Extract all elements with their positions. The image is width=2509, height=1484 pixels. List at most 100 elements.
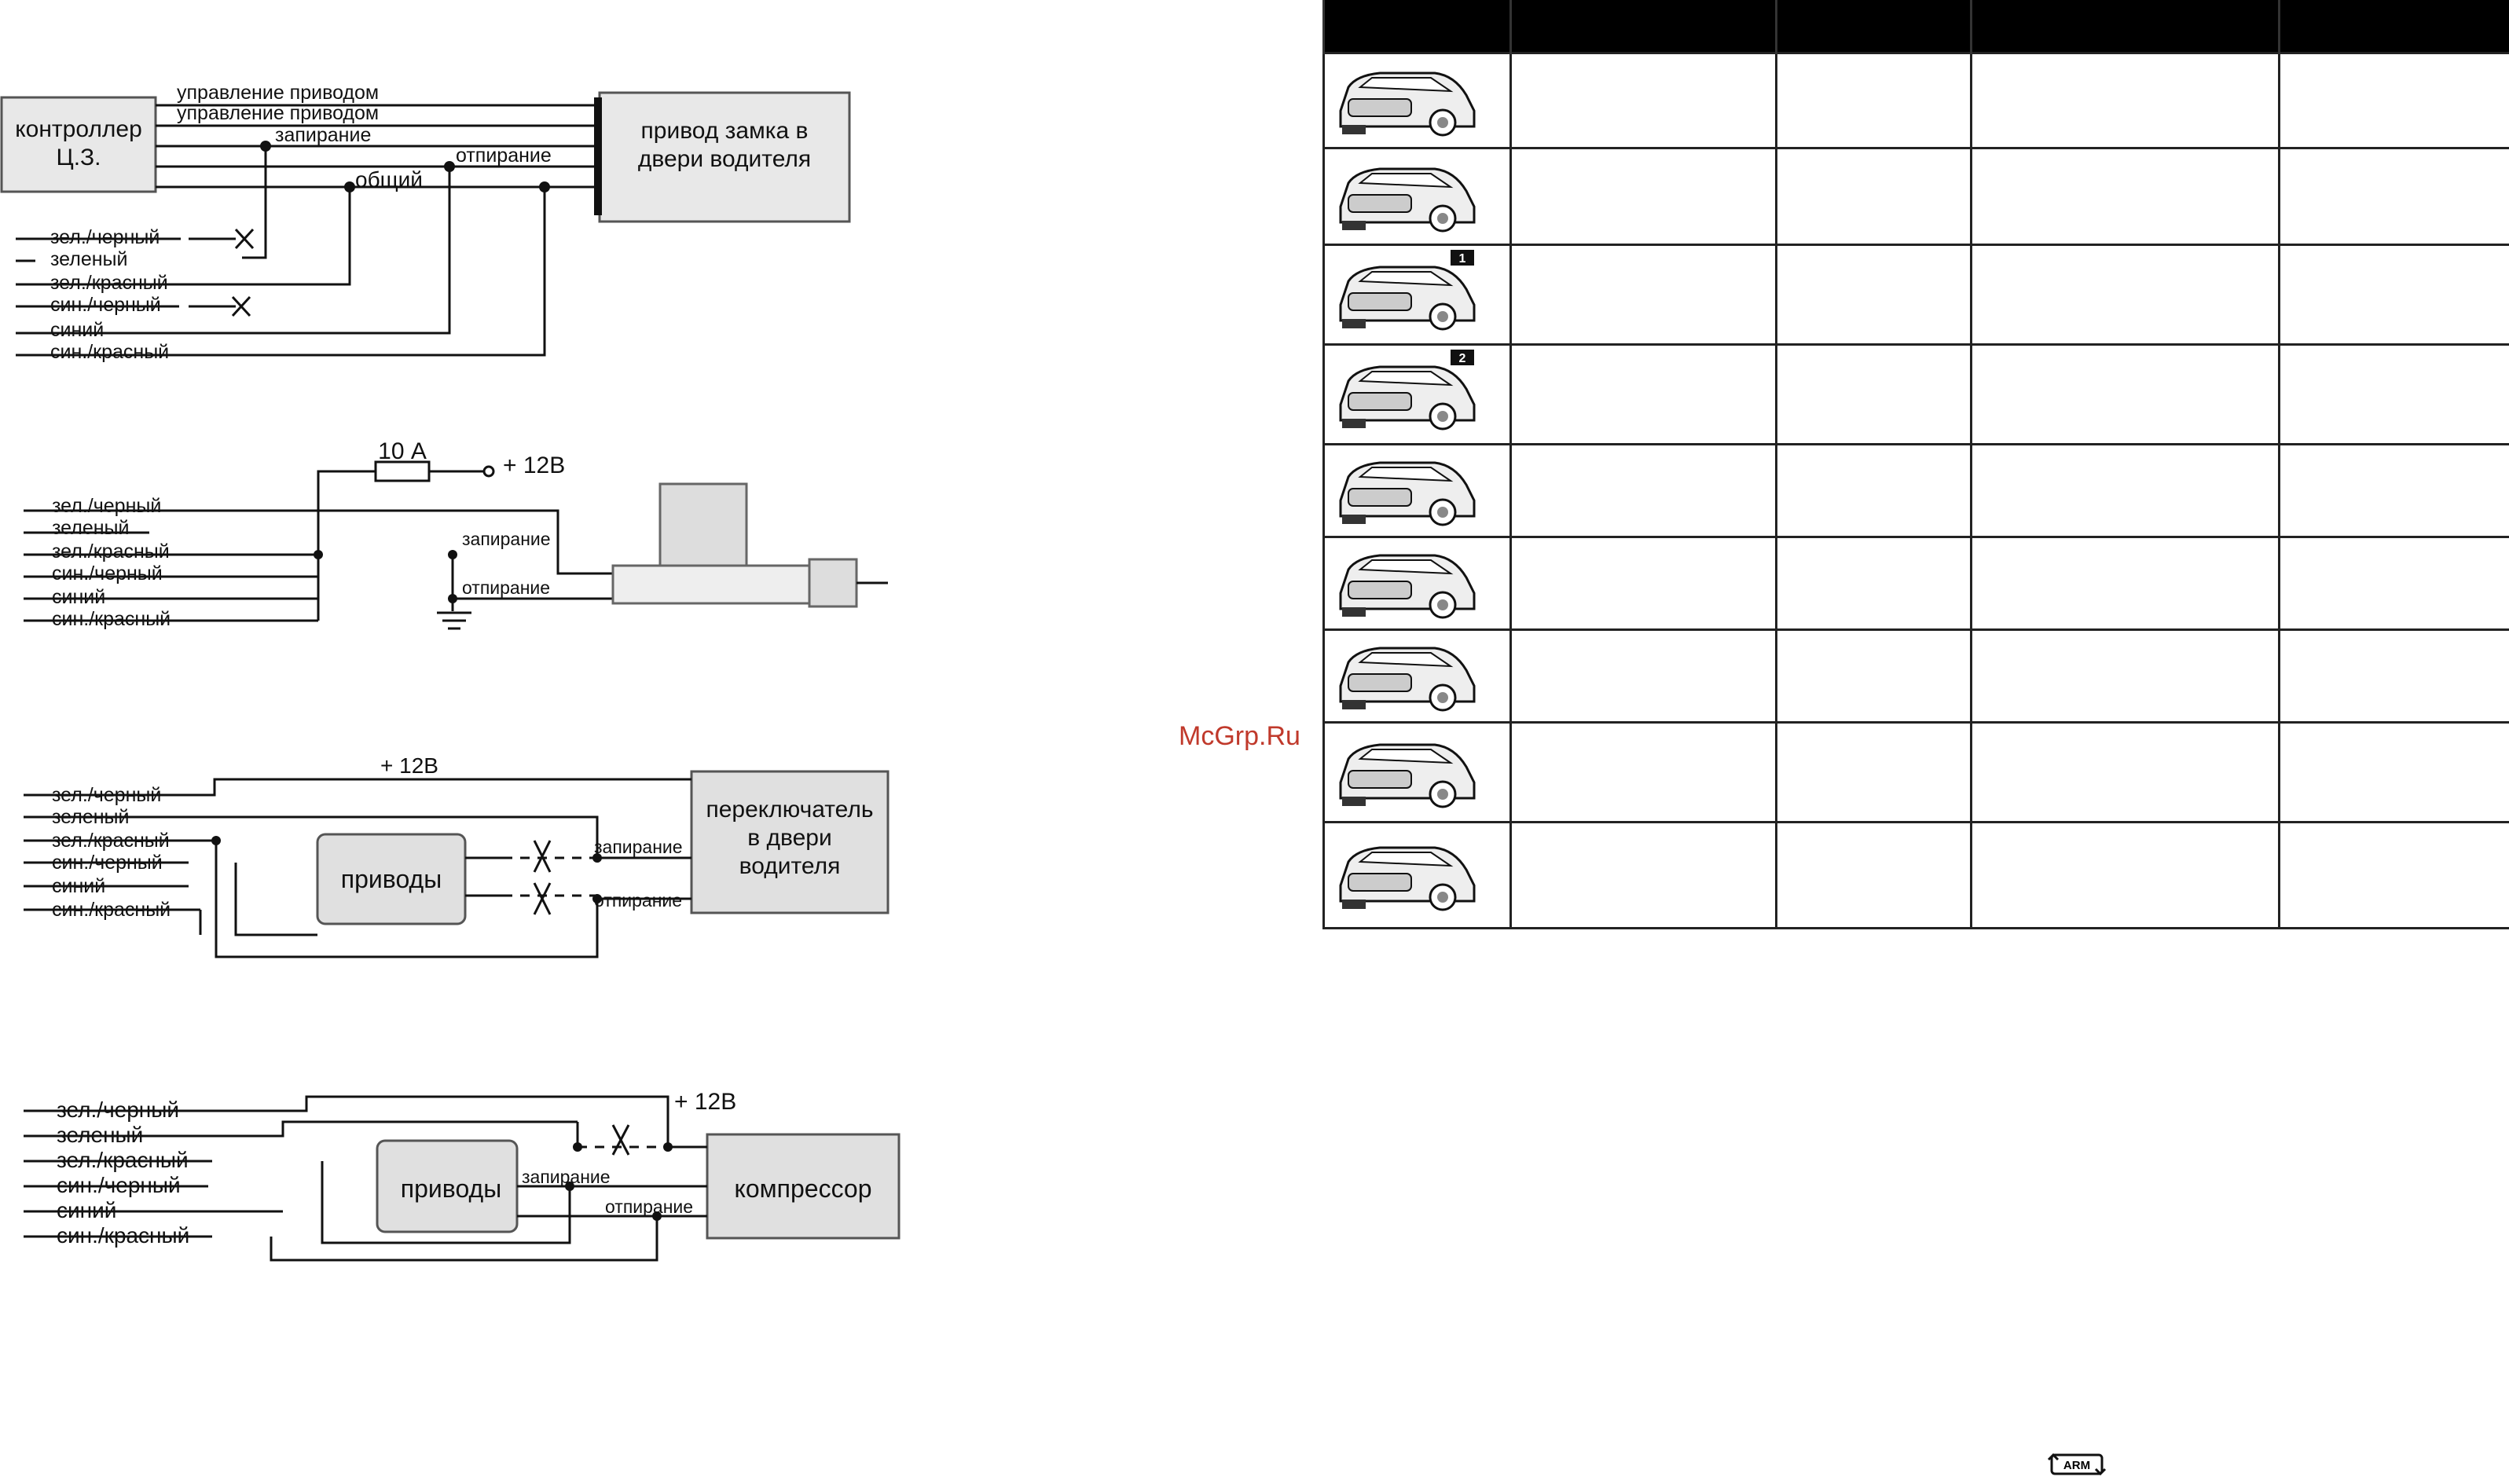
- table-row: 2: [1322, 343, 2509, 445]
- icon-cell: 2: [1322, 343, 1512, 445]
- icon-cell: [1322, 721, 1512, 823]
- wire-label: син./черный: [52, 852, 163, 874]
- table-row: [1322, 443, 2509, 538]
- wire-label: зел./черный: [57, 1097, 179, 1122]
- actuator-label: привод замка в: [641, 118, 809, 144]
- table-row: 1: [1322, 244, 2509, 346]
- signal-label: отпирание: [456, 145, 552, 167]
- header-cell: [1970, 0, 2280, 53]
- wire-label: зел./красный: [57, 1148, 189, 1172]
- table-cell: [1775, 244, 1972, 346]
- header-cell: [2278, 0, 2509, 53]
- table-row: [1322, 52, 2509, 149]
- wiring-diagrams: контроллер Ц.З. привод замка в двери вод…: [0, 82, 901, 1262]
- switch-label: в двери: [747, 825, 832, 851]
- wire-label: син./черный: [57, 1173, 181, 1197]
- table-row: [1322, 628, 2509, 724]
- wire-label: зеленый: [52, 806, 130, 828]
- switch-label: водителя: [739, 853, 841, 879]
- controller-label: контроллер: [15, 116, 142, 142]
- table-cell: [1970, 52, 2280, 149]
- icon-cell: [1322, 52, 1512, 149]
- signal-label: отпирание: [605, 1196, 693, 1217]
- signal-label: запирание: [522, 1167, 611, 1187]
- car-hood-icon: [1339, 647, 1476, 712]
- signal-label: отпирание: [594, 890, 682, 911]
- signal-label: запирание: [594, 837, 683, 857]
- icon-cell: 1: [1322, 244, 1512, 346]
- car-trunk-icon: [1339, 461, 1476, 526]
- header-cell: [1322, 0, 1511, 53]
- table-cell: [1509, 244, 1777, 346]
- table-cell: [1509, 536, 1777, 631]
- table-cell: [1970, 628, 2280, 724]
- table-row: [1322, 821, 2509, 929]
- table-cell: [1775, 147, 1972, 246]
- wire-label: син./черный: [50, 294, 161, 316]
- badge-icon: 1: [1451, 249, 1474, 266]
- wire-label: зел./красный: [50, 272, 168, 294]
- table-cell: [1775, 536, 1972, 631]
- table-cell: [1970, 536, 2280, 631]
- table-cell: [1509, 821, 1777, 929]
- table-cell: [1509, 628, 1777, 724]
- car-shock-sensor-icon: 1: [1339, 249, 1476, 330]
- wire-label: зеленый: [52, 517, 130, 539]
- wire-label: зеленый: [57, 1123, 143, 1147]
- table-cell: [1775, 343, 1972, 445]
- switch-label: переключатель: [706, 797, 874, 823]
- actuators-label: приводы: [341, 865, 442, 893]
- svg-text:2: 2: [1459, 352, 1466, 365]
- table-cell: [1970, 244, 2280, 346]
- wire-label: син./красный: [52, 899, 171, 921]
- table-cell: [1775, 721, 1972, 823]
- header-cell: [1775, 0, 1972, 53]
- power-label: + 12В: [380, 753, 438, 778]
- scissors-icon: [533, 882, 552, 915]
- table-row: [1322, 536, 2509, 631]
- wire-label: синий: [57, 1198, 116, 1222]
- car-shock-sensor-icon: 2: [1339, 349, 1476, 430]
- wire-label: зел./черный: [52, 495, 161, 517]
- scissors-icon: [231, 295, 251, 317]
- table-cell: [2278, 343, 2509, 445]
- signal-label: запирание: [462, 529, 551, 549]
- table-cell: [1970, 443, 2280, 538]
- table-cell: [1509, 147, 1777, 246]
- car-door-alarm-icon: [1339, 71, 1476, 136]
- signal-label: управление приводом: [177, 82, 379, 104]
- power-label: + 12В: [674, 1089, 736, 1115]
- icon-cell: [1322, 628, 1512, 724]
- signal-label: общий: [355, 167, 423, 192]
- wire-label: син./красный: [50, 341, 169, 363]
- table-row: [1322, 721, 2509, 823]
- table-cell: [1509, 343, 1777, 445]
- signal-label: управление приводом: [177, 102, 379, 124]
- wire-label: син./красный: [57, 1223, 189, 1248]
- wire-label: синий: [50, 319, 104, 341]
- table-cell: [2278, 721, 2509, 823]
- icon-cell: [1322, 443, 1512, 538]
- table-cell: [1775, 821, 1972, 929]
- signal-label: отпирание: [462, 577, 550, 598]
- signal-label: запирание: [275, 124, 371, 146]
- table-cell: [2278, 536, 2509, 631]
- table-cell: [1775, 628, 1972, 724]
- table-cell: [1509, 443, 1777, 538]
- arm-icon: ARM: [2047, 1453, 2107, 1476]
- controller-label: Ц.З.: [57, 145, 101, 170]
- table-cell: [2278, 147, 2509, 246]
- car-door-trigger-icon: [1339, 167, 1476, 232]
- power-label: + 12В: [503, 453, 565, 478]
- badge-icon: 2: [1451, 349, 1474, 365]
- table-cell: [1509, 52, 1777, 149]
- wire-label: зеленый: [50, 248, 128, 270]
- table-cell: [2278, 628, 2509, 724]
- scissors-icon: [533, 840, 552, 873]
- icon-cell: [1322, 536, 1512, 631]
- table-cell: [1970, 147, 2280, 246]
- table-cell: [1970, 721, 2280, 823]
- wire-label: синий: [52, 875, 105, 897]
- wire-label: синий: [52, 586, 105, 608]
